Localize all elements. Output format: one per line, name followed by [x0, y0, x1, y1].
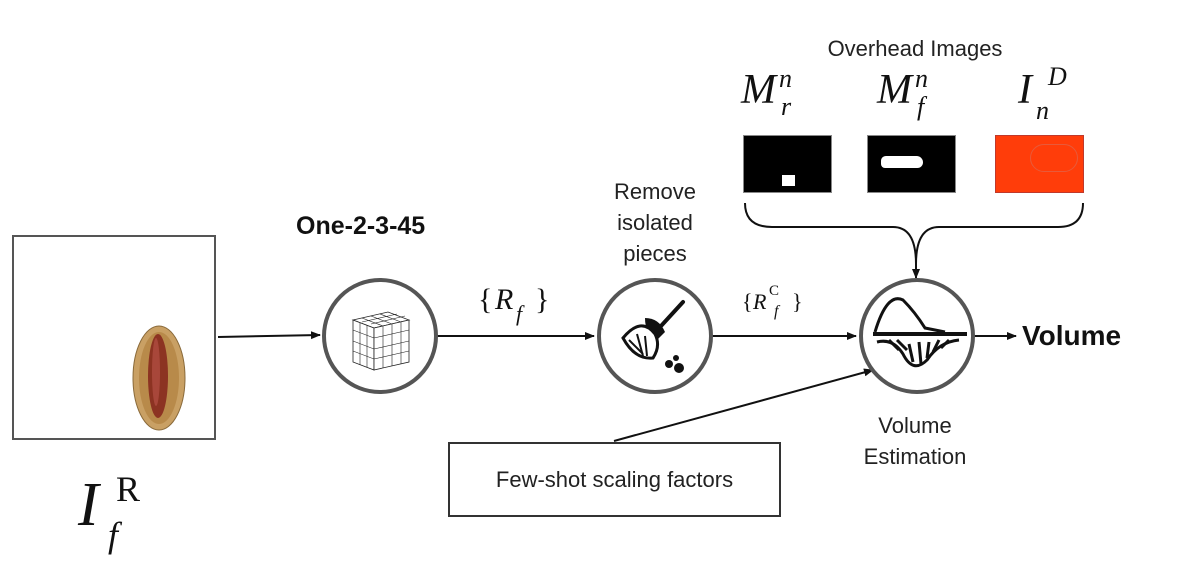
- remove-step-label: Remove isolated pieces: [614, 179, 696, 266]
- model-label: One-2-3-45: [296, 212, 426, 240]
- overhead-images-title: Overhead Images: [827, 36, 1003, 61]
- input-image-label: I R f: [78, 469, 141, 555]
- food-mask-blob: [881, 156, 923, 168]
- output-label: Volume: [1022, 320, 1122, 351]
- edge-label-rcf: { R C f }: [742, 283, 803, 320]
- volume-estimation-node: [859, 278, 975, 394]
- mask-f-thumbnail: [867, 135, 956, 193]
- depth-image-thumbnail: [995, 135, 1084, 193]
- volume-step-label: Volume Estimation: [863, 413, 967, 469]
- cube-mesh-icon: [351, 311, 411, 371]
- input-image-frame: [12, 235, 216, 440]
- scaling-factors-label: Few-shot scaling factors: [495, 467, 734, 492]
- remove-node: [597, 278, 713, 394]
- integral-curve-icon: [873, 297, 967, 368]
- plate-outline: [1030, 144, 1078, 172]
- edge-label-rf: { R f }: [478, 283, 550, 326]
- mask-r-thumbnail: [743, 135, 832, 193]
- reference-object-blob: [782, 175, 795, 186]
- scaling-factors-box: Few-shot scaling factors: [448, 442, 781, 517]
- hotdog-image: [132, 325, 186, 431]
- arrow-scaling-to-volume: [613, 368, 874, 442]
- arrow-image-to-model: [217, 331, 321, 340]
- broom-icon: [621, 300, 685, 373]
- mask-r-label: M n r: [741, 64, 792, 121]
- mask-f-label: M n f: [877, 64, 928, 121]
- image-d-label: I D n: [1018, 62, 1067, 125]
- overhead-brace: [744, 202, 1084, 265]
- model-node: [322, 278, 438, 394]
